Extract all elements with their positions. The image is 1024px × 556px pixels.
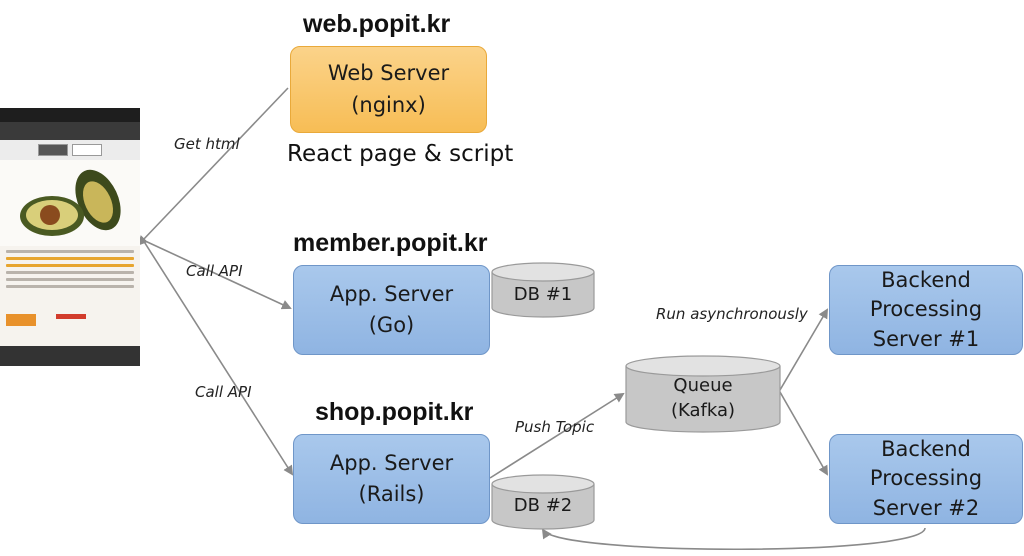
arrow-backend2-to-db2 — [541, 527, 926, 551]
avocado-icon — [20, 169, 121, 236]
web-server-subtitle: (nginx) — [351, 92, 426, 117]
phone-price — [56, 314, 86, 319]
edge-label-get-html: Get html — [174, 135, 240, 153]
mobile-phone-screenshot — [0, 108, 140, 366]
backend-2-line1: Backend — [881, 436, 971, 461]
phone-buy-button — [6, 314, 36, 326]
backend-server-2-box: Backend Processing Server #2 — [829, 434, 1023, 524]
backend-1-line2: Processing — [869, 297, 983, 322]
queue-cylinder-icon — [625, 355, 781, 433]
db2-label: DB #2 — [513, 495, 573, 516]
edge-label-call-api-shop: Call API — [195, 383, 252, 401]
backend-2-line3: Server #2 — [872, 495, 980, 520]
domain-label-member: member.popit.kr — [293, 229, 488, 257]
backend-1-line3: Server #1 — [872, 326, 980, 351]
arrow-get-html — [137, 87, 289, 246]
phone-tabs — [0, 140, 140, 160]
arrow-call-api-shop — [142, 239, 294, 476]
edge-label-call-api-member: Call API — [186, 262, 243, 280]
edge-label-run-async: Run asynchronously — [656, 305, 808, 323]
phone-status-bar — [0, 108, 140, 122]
arrow-call-api-member — [142, 239, 292, 310]
db1-cylinder-icon — [491, 262, 595, 318]
web-server-caption: React page & script — [287, 141, 514, 167]
member-app-server-title: App. Server — [329, 281, 454, 306]
edge-label-push-topic: Push Topic — [515, 418, 595, 436]
backend-1-line1: Backend — [881, 267, 971, 292]
queue-title: Queue — [673, 375, 733, 396]
db1-label: DB #1 — [513, 284, 573, 305]
queue-subtitle: (Kafka) — [670, 400, 736, 422]
arrow-push-topic — [489, 392, 625, 479]
arrow-run-async-2 — [779, 391, 828, 476]
web-server-title: Web Server — [327, 61, 450, 85]
member-app-server-box: App. Server (Go) — [293, 265, 490, 355]
phone-title-bar — [0, 122, 140, 140]
domain-label-web: web.popit.kr — [303, 10, 451, 38]
arrow-run-async-1 — [779, 308, 829, 391]
avocado-image — [0, 160, 140, 246]
backend-2-line2: Processing — [869, 466, 983, 491]
shop-app-server-subtitle: (Rails) — [358, 482, 425, 506]
db2-cylinder-icon — [491, 474, 595, 530]
shop-app-server-box: App. Server (Rails) — [293, 434, 490, 524]
phone-bottom-bar — [0, 346, 140, 366]
domain-label-shop: shop.popit.kr — [315, 398, 474, 426]
web-server-box: Web Server (nginx) — [290, 46, 487, 133]
queue-label: Queue (Kafka) — [624, 373, 782, 423]
member-app-server-subtitle: (Go) — [368, 313, 415, 337]
shop-app-server-title: App. Server — [329, 450, 454, 475]
backend-server-1-box: Backend Processing Server #1 — [829, 265, 1023, 355]
